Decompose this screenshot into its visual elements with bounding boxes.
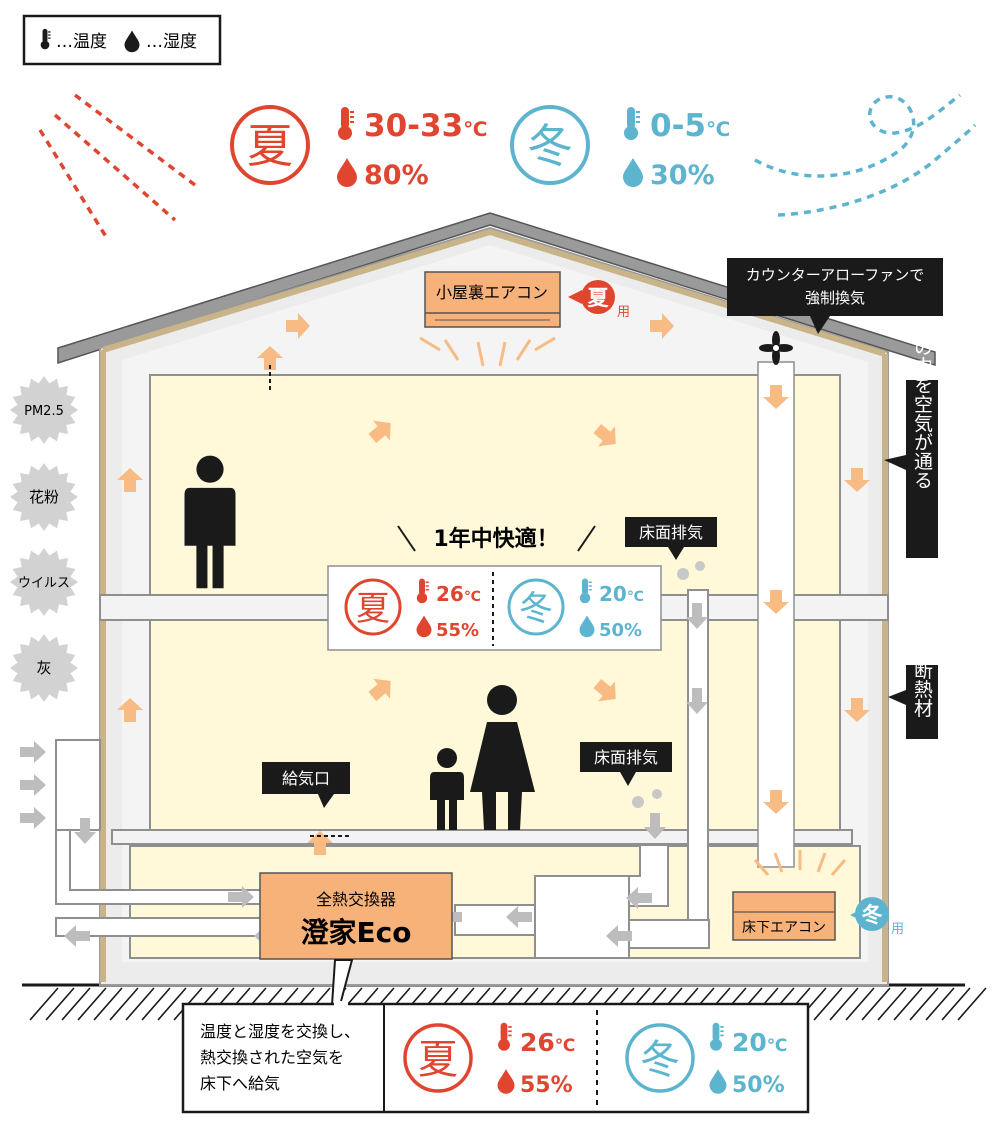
comfort-winter-humidity: 50% xyxy=(599,620,642,641)
floor-ac-season-badge: 冬 xyxy=(862,903,883,927)
pollutant-label: ウイルス xyxy=(18,576,70,591)
comfort-winter-temp: 20℃ xyxy=(599,582,644,606)
roof xyxy=(57,212,936,367)
fan-icon xyxy=(759,331,793,365)
note-line-3: 床下へ給気 xyxy=(200,1074,280,1093)
winter-badge: 冬 xyxy=(527,119,573,173)
pollutant-label: PM2.5 xyxy=(24,404,64,419)
supply-vent-callout: 給気口 xyxy=(262,762,350,837)
pollutant-burst xyxy=(10,634,78,702)
attic-ac-season-badge: 夏 xyxy=(588,286,610,310)
floor-ac: 床下エアコン 冬 用 xyxy=(732,850,904,941)
person-woman xyxy=(470,685,535,830)
outdoor-summer-temp: 30-33℃ xyxy=(364,108,487,144)
insulation-callout: 断熱材 xyxy=(888,660,938,739)
pollutant-burst xyxy=(10,376,78,444)
wall-air-label: 壁の中を空気が通る xyxy=(911,318,933,489)
upper-room xyxy=(149,374,841,596)
note-line-1: 温度と湿度を交換し、 xyxy=(200,1022,360,1041)
comfort-panel: 1年中快適！ 夏 26℃ 55% 冬 20℃ 50% xyxy=(327,525,662,651)
cold-wind-lines xyxy=(754,93,977,217)
droplet-icon xyxy=(623,158,643,187)
outdoor-winter-temp: 0-5℃ xyxy=(650,108,730,144)
attic-ac-label: 小屋裏エアコン xyxy=(436,283,548,302)
comfort-summer-humidity: 55% xyxy=(436,620,479,641)
fan-callout: カウンターアローファンで 強制換気 xyxy=(727,258,943,334)
comfort-title: 1年中快適！ xyxy=(433,526,558,552)
floor-exhaust-upper: 床面排気 xyxy=(625,517,717,580)
thermometer-icon xyxy=(624,107,640,140)
comfort-winter-badge: 冬 xyxy=(519,589,553,629)
outdoor-winter-humidity: 30% xyxy=(650,160,715,191)
attic-ac-unit xyxy=(424,271,561,328)
floor-exhaust-lower-label: 床面排気 xyxy=(594,748,658,767)
floor-ac-label: 床下エアコン xyxy=(742,920,826,936)
floor-ac-use: 用 xyxy=(891,922,904,937)
fan-callout-line1: カウンターアローファンで xyxy=(746,266,925,284)
legend-humidity: …湿度 xyxy=(146,32,197,52)
legend-temp: …温度 xyxy=(56,32,107,52)
exchanger-name: 澄家Eco xyxy=(301,916,412,949)
summer-badge: 夏 xyxy=(247,119,293,173)
bottom-panel: 温度と湿度を交換し、 熱交換された空気を 床下へ給気 夏 26℃ 55% 冬 2… xyxy=(181,959,810,1114)
wall-air-callout: 壁の中を空気が通る xyxy=(884,318,938,558)
attic-ac-use: 用 xyxy=(617,305,630,320)
floor-ac-unit xyxy=(732,891,836,941)
exchanger-line1: 全熱交換器 xyxy=(316,890,396,909)
comfort-summer-badge: 夏 xyxy=(356,589,390,629)
outdoor-intake-hood xyxy=(55,739,101,831)
floor-exhaust-lower: 床面排気 xyxy=(580,742,672,808)
droplet-icon xyxy=(337,158,357,187)
bottom-summer-badge: 夏 xyxy=(418,1037,458,1083)
pollutant-burst xyxy=(10,548,78,616)
people xyxy=(184,455,535,830)
thermometer-icon xyxy=(338,107,354,140)
fan-callout-line2: 強制換気 xyxy=(805,289,865,307)
pollutant-label: 灰 xyxy=(36,659,51,677)
legend: …温度 …湿度 xyxy=(22,14,222,66)
person-child xyxy=(430,748,464,830)
pollutant-label: 花粉 xyxy=(29,488,59,506)
outdoor-summer-humidity: 80% xyxy=(364,160,429,191)
pollutant-burst xyxy=(10,463,78,531)
note-line-2: 熱交換された空気を xyxy=(200,1048,344,1067)
supply-vent-label: 給気口 xyxy=(282,769,330,788)
attic-ac: 小屋裏エアコン 夏 用 xyxy=(419,271,630,367)
bottom-winter-humidity: 50% xyxy=(732,1073,785,1098)
bottom-summer-humidity: 55% xyxy=(520,1073,573,1098)
outdoor-winter: 冬 0-5℃ 30% xyxy=(510,105,730,191)
bottom-winter-temp: 20℃ xyxy=(732,1028,787,1057)
floor-exhaust-upper-label: 床面排気 xyxy=(639,523,703,542)
heat-exchanger: 全熱交換器 澄家Eco xyxy=(259,872,453,960)
outdoor-summer: 夏 30-33℃ 80% xyxy=(230,105,487,191)
insulation-label: 断熱材 xyxy=(911,660,933,717)
bottom-winter-badge: 冬 xyxy=(640,1037,680,1083)
airflow-arrows xyxy=(117,313,870,855)
bottom-summer-temp: 26℃ xyxy=(520,1028,575,1057)
comfort-summer-temp: 26℃ xyxy=(436,582,481,606)
ground-floor-plate xyxy=(111,829,853,845)
sun-heat-lines xyxy=(38,93,197,241)
